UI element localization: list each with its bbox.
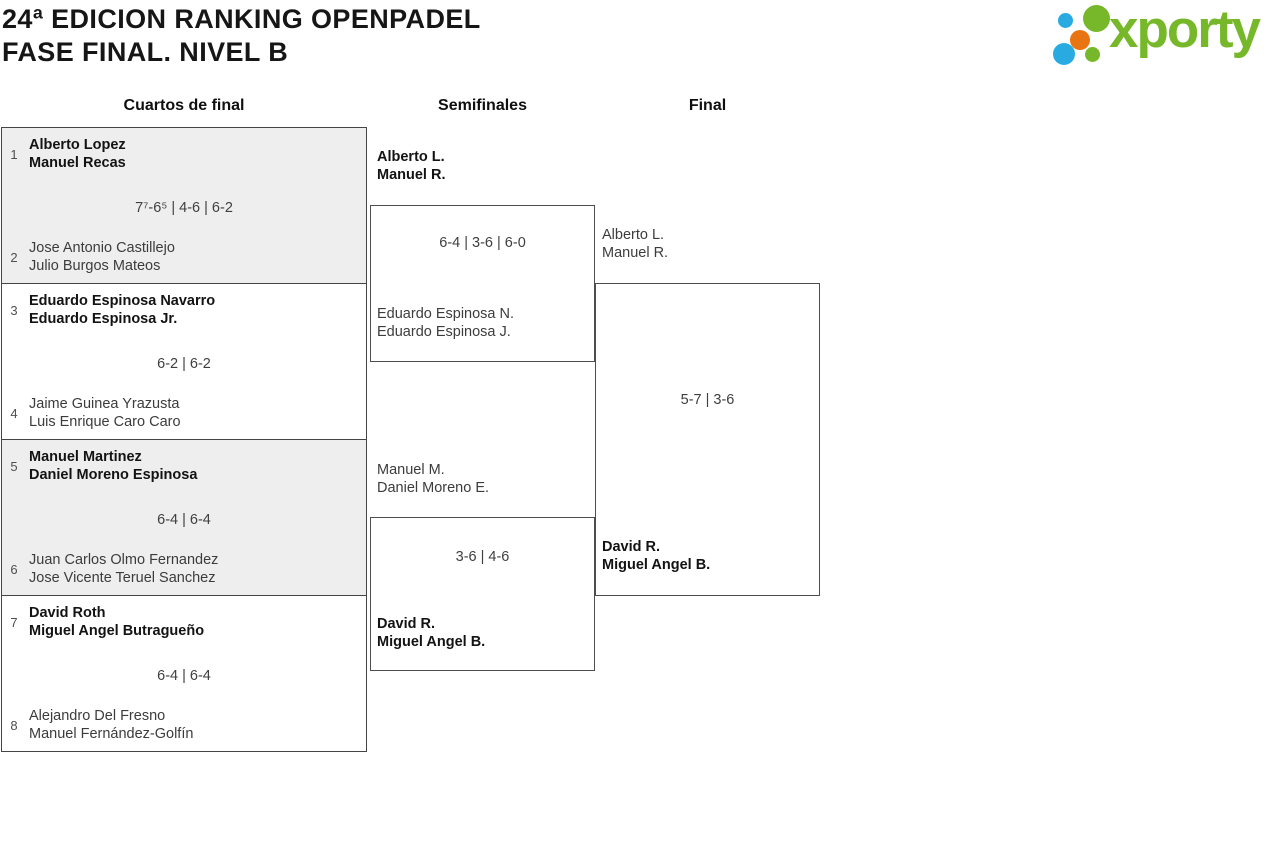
player-name: Jose Vicente Teruel Sanchez <box>29 570 216 586</box>
player-name: Manuel Martinez <box>29 449 142 465</box>
logo-dot-blue-large <box>1053 43 1075 65</box>
logo-dot-blue-small <box>1058 13 1073 28</box>
team-top-label: Alberto L. Manuel R. <box>602 226 668 262</box>
player-name: Alberto L. <box>602 227 665 243</box>
sf-match-2-box <box>370 517 595 671</box>
player-name: David R. <box>602 539 661 555</box>
player-name: Manuel Recas <box>29 155 126 171</box>
player-name: Juan Carlos Olmo Fernandez <box>29 552 219 568</box>
player-name: Julio Burgos Mateos <box>29 258 161 274</box>
player-name: Miguel Angel B. <box>602 557 711 573</box>
match-score: 3-6 | 4-6 <box>455 549 510 565</box>
title-line-1: 24ª EDICION RANKING OPENPADEL <box>2 4 481 34</box>
team-top-label: Alberto L. Manuel R. <box>377 148 445 184</box>
qf-match-2: 3 Eduardo Espinosa Navarro Eduardo Espin… <box>1 283 367 440</box>
match-score: 6-4 | 3-6 | 6-0 <box>439 235 526 251</box>
seed-number: 6 <box>10 562 18 577</box>
player-name: Manuel R. <box>377 167 446 183</box>
seed-number: 8 <box>10 718 18 733</box>
logo-wordmark: xporty <box>1109 0 1261 59</box>
player-name: Manuel M. <box>377 462 445 478</box>
seed-number: 2 <box>10 250 18 265</box>
player-name: Manuel R. <box>602 245 669 261</box>
player-name: Eduardo Espinosa N. <box>377 306 515 322</box>
logo-dot-orange <box>1070 30 1090 50</box>
team-bottom-label: Juan Carlos Olmo Fernandez Jose Vicente … <box>29 551 218 587</box>
player-name: Alberto L. <box>377 149 445 165</box>
match-score: 6-4 | 6-4 <box>157 512 211 528</box>
sf-match-1-box <box>370 205 595 362</box>
team-top-label: Eduardo Espinosa Navarro Eduardo Espinos… <box>29 292 215 328</box>
team-top-label: David Roth Miguel Angel Butragueño <box>29 604 204 640</box>
seed-number: 3 <box>10 303 18 318</box>
match-score: 7⁷-6⁵ | 4-6 | 6-2 <box>135 200 233 216</box>
match-score: 6-2 | 6-2 <box>157 356 211 372</box>
column-header-quarterfinals: Cuartos de final <box>123 97 245 114</box>
team-bottom-label: Jaime Guinea Yrazusta Luis Enrique Caro … <box>29 395 181 431</box>
team-top-label: Manuel M. Daniel Moreno E. <box>377 461 489 497</box>
qf-match-4: 7 David Roth Miguel Angel Butragueño 6-4… <box>1 595 367 752</box>
team-bottom-label: Eduardo Espinosa N. Eduardo Espinosa J. <box>377 305 514 341</box>
logo-dot-green-large <box>1083 5 1110 32</box>
team-bottom-label: David R. Miguel Angel B. <box>377 615 485 651</box>
match-score: 6-4 | 6-4 <box>157 668 211 684</box>
player-name: Jose Antonio Castillejo <box>29 240 175 256</box>
player-name: Alejandro Del Fresno <box>29 708 166 724</box>
title-line-2: FASE FINAL. NIVEL B <box>2 37 289 67</box>
player-name: Daniel Moreno Espinosa <box>29 467 198 483</box>
team-top-label: Manuel Martinez Daniel Moreno Espinosa <box>29 448 197 484</box>
qf-match-1: 1 Alberto Lopez Manuel Recas 7⁷-6⁵ | 4-6… <box>1 127 367 284</box>
page-title: 24ª EDICION RANKING OPENPADEL FASE FINAL… <box>2 3 481 69</box>
player-name: Jaime Guinea Yrazusta <box>29 396 180 412</box>
player-name: Eduardo Espinosa Jr. <box>29 311 178 327</box>
team-bottom-label: David R. Miguel Angel B. <box>602 538 710 574</box>
player-name: David Roth <box>29 605 106 621</box>
match-score: 5-7 | 3-6 <box>680 392 735 408</box>
qf-match-3: 5 Manuel Martinez Daniel Moreno Espinosa… <box>1 439 367 596</box>
column-header-final: Final <box>688 97 727 114</box>
player-name: Alberto Lopez <box>29 137 126 153</box>
seed-number: 4 <box>10 406 18 421</box>
column-header-semifinals: Semifinales <box>438 97 527 114</box>
player-name: Eduardo Espinosa J. <box>377 324 511 340</box>
player-name: Daniel Moreno E. <box>377 480 490 496</box>
seed-number: 7 <box>10 615 18 630</box>
team-bottom-label: Alejandro Del Fresno Manuel Fernández-Go… <box>29 707 193 743</box>
player-name: Luis Enrique Caro Caro <box>29 414 181 430</box>
final-match-box <box>595 283 820 596</box>
player-name: David R. <box>377 616 436 632</box>
team-top-label: Alberto Lopez Manuel Recas <box>29 136 126 172</box>
player-name: Miguel Angel B. <box>377 634 486 650</box>
player-name: Miguel Angel Butragueño <box>29 623 205 639</box>
team-bottom-label: Jose Antonio Castillejo Julio Burgos Mat… <box>29 239 175 275</box>
player-name: Manuel Fernández-Golfín <box>29 726 194 742</box>
player-name: Eduardo Espinosa Navarro <box>29 293 216 309</box>
seed-number: 1 <box>10 147 18 162</box>
logo-dot-green-small <box>1085 47 1100 62</box>
seed-number: 5 <box>10 459 18 474</box>
